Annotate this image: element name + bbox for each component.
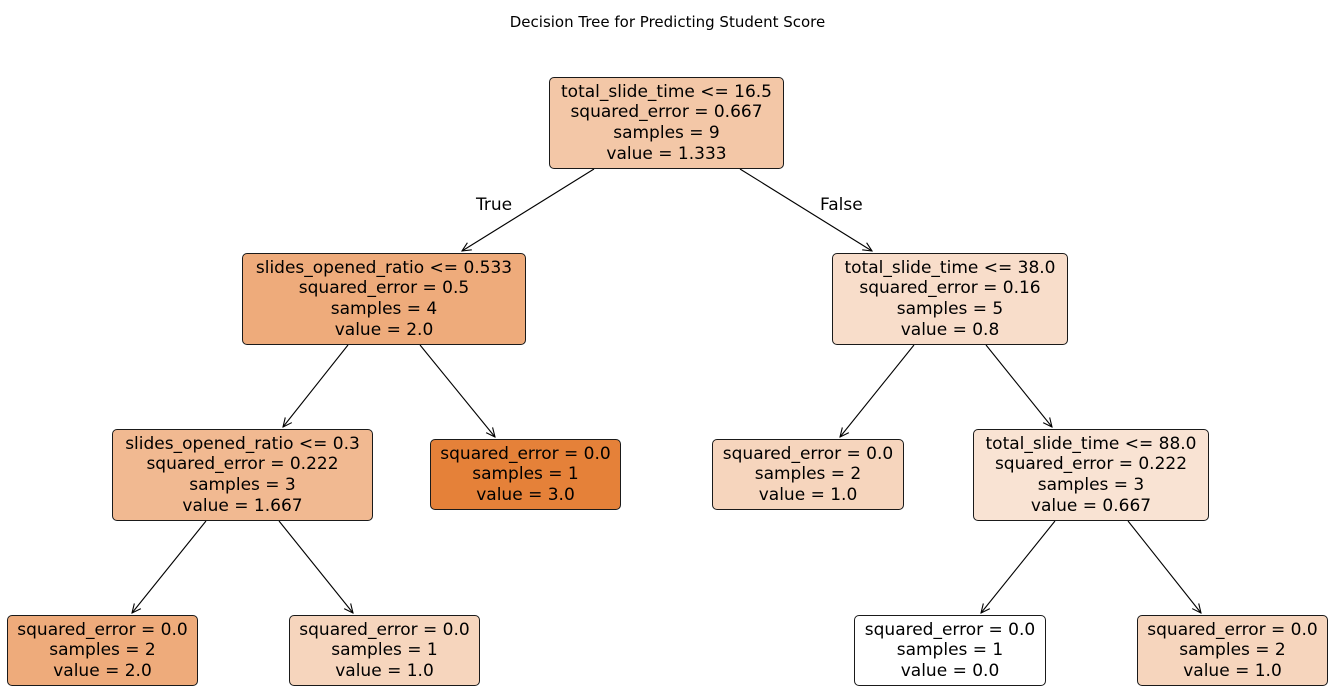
edge-n8-n10 (1127, 520, 1201, 613)
node-samples: samples = 1 (331, 640, 438, 661)
node-value: value = 0.8 (900, 319, 1000, 340)
node-squared-error: squared_error = 0.667 (570, 102, 763, 123)
node-value: value = 1.333 (606, 143, 727, 164)
node-value: value = 2.0 (334, 319, 434, 340)
node-value: value = 1.0 (758, 484, 858, 505)
node-squared-error: squared_error = 0.222 (146, 454, 339, 475)
node-samples: samples = 2 (1179, 640, 1286, 661)
node-samples: samples = 1 (472, 464, 579, 485)
node-squared-error: squared_error = 0.0 (299, 619, 470, 640)
node-value: value = 3.0 (476, 484, 575, 505)
edge-n1-n5 (419, 344, 495, 437)
node-samples: samples = 1 (896, 640, 1004, 661)
node-samples: samples = 2 (754, 464, 862, 485)
node-squared-error: squared_error = 0.0 (1147, 619, 1318, 640)
node-samples: samples = 2 (49, 640, 156, 661)
node-squared-error: squared_error = 0.0 (722, 443, 894, 464)
edge-n6-n7 (840, 344, 915, 437)
edge-n6-n8 (985, 344, 1052, 427)
node-value: value = 1.0 (1183, 660, 1282, 681)
branch-label-false: False (820, 195, 863, 215)
chart-title: Decision Tree for Predicting Student Sco… (509, 13, 826, 31)
node-split-rule: total_slide_time <= 16.5 (561, 81, 772, 102)
edge-n2-n3 (132, 520, 207, 613)
edge-n0-n6 (739, 168, 872, 251)
branch-label-true: True (476, 195, 513, 215)
node-split-rule: total_slide_time <= 88.0 (985, 433, 1197, 454)
node-value: value = 1.667 (182, 495, 303, 516)
node-split-rule: slides_opened_ratio <= 0.3 (125, 433, 360, 454)
node-squared-error: squared_error = 0.0 (440, 443, 611, 464)
node-value: value = 1.0 (335, 660, 434, 681)
node-samples: samples = 3 (189, 475, 296, 495)
edge-n1-n2 (283, 344, 349, 427)
node-samples: samples = 5 (896, 299, 1004, 319)
node-samples: samples = 9 (613, 123, 720, 143)
node-split-rule: total_slide_time <= 38.0 (844, 257, 1056, 278)
node-samples: samples = 3 (1037, 475, 1145, 495)
edge-n2-n4 (278, 520, 353, 613)
node-squared-error: squared_error = 0.222 (994, 454, 1188, 475)
node-squared-error: squared_error = 0.0 (864, 619, 1036, 640)
edge-n8-n9 (981, 520, 1056, 613)
node-value: value = 0.0 (900, 660, 1000, 681)
node-squared-error: squared_error = 0.0 (17, 619, 188, 640)
edge-n0-n1 (462, 168, 595, 251)
node-samples: samples = 4 (330, 299, 438, 319)
node-split-rule: slides_opened_ratio <= 0.533 (255, 257, 513, 278)
node-squared-error: squared_error = 0.5 (298, 278, 470, 299)
node-squared-error: squared_error = 0.16 (859, 278, 1041, 299)
node-value: value = 0.667 (1030, 495, 1152, 516)
node-value: value = 2.0 (53, 660, 152, 681)
